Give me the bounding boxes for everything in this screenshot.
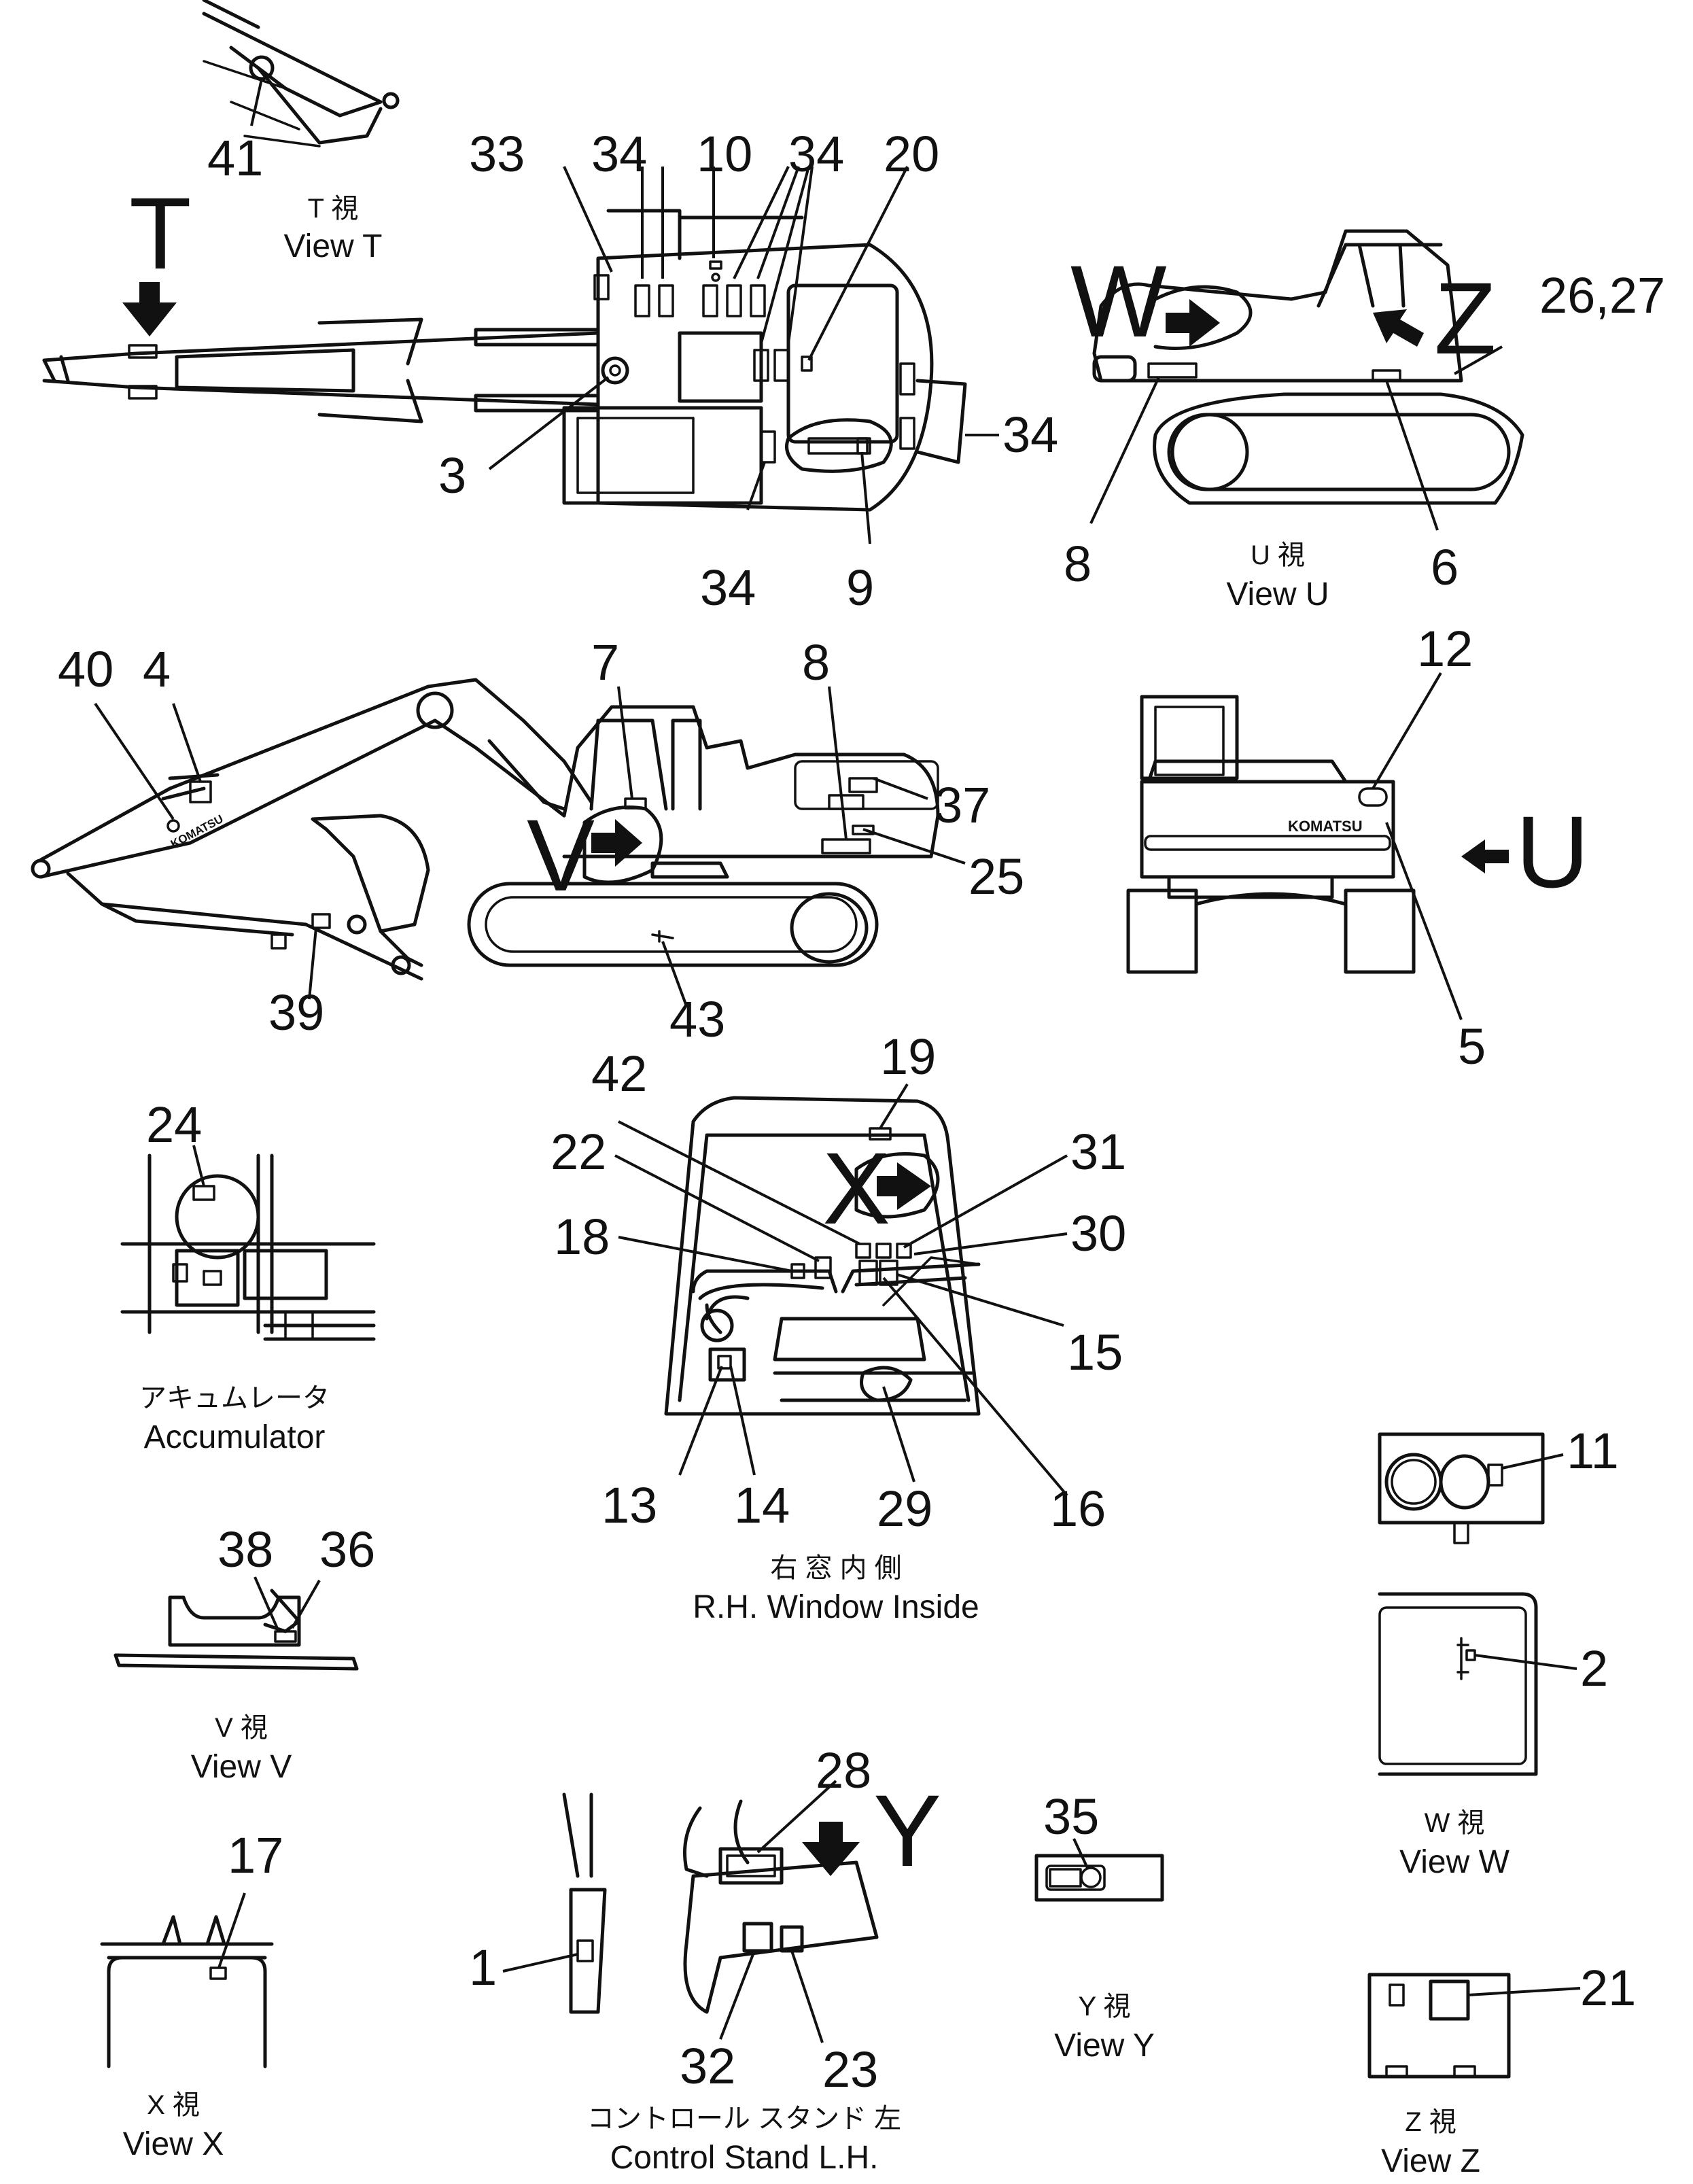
- callout-8-side: 8: [802, 634, 830, 691]
- view-letter-x: X: [822, 1131, 890, 1245]
- rear-view-figure: [1126, 672, 1509, 1020]
- callout-20: 20: [884, 126, 939, 182]
- arrow-left-icon: [1461, 839, 1509, 873]
- callout-34-top-left: 34: [591, 126, 647, 182]
- accumulator-figure: [120, 1145, 376, 1341]
- callout-5: 5: [1458, 1018, 1486, 1075]
- callout-2: 2: [1580, 1640, 1608, 1697]
- callout-8-view-u: 8: [1064, 536, 1092, 592]
- callout-35: 35: [1043, 1788, 1099, 1845]
- view-t-caption-en: View T: [284, 228, 383, 264]
- callout-32: 32: [680, 2038, 735, 2094]
- arrow-down-icon: [122, 282, 177, 336]
- callout-3: 3: [438, 447, 466, 504]
- callout-39: 39: [268, 984, 324, 1041]
- callout-6: 6: [1431, 539, 1459, 595]
- view-u-caption-en: View U: [1226, 576, 1329, 612]
- callout-22: 22: [551, 1124, 606, 1180]
- callout-34-top-right: 34: [788, 126, 844, 182]
- view-w-caption-jp: W 視: [1425, 1808, 1485, 1838]
- callout-36: 36: [319, 1521, 375, 1578]
- view-y-caption-en: View Y: [1054, 2028, 1155, 2064]
- komatsu-logo: KOMATSU: [169, 812, 226, 851]
- view-letter-u: U: [1516, 795, 1589, 909]
- arrow-right-icon: [591, 819, 642, 867]
- callout-33: 33: [469, 126, 525, 182]
- view-letter-v: V: [527, 798, 595, 912]
- control-stand-caption-jp: コントロール スタンド 左: [587, 2104, 901, 2134]
- callout-24: 24: [146, 1096, 202, 1153]
- window-inside-figure: [614, 1083, 1068, 1497]
- callout-12: 12: [1417, 621, 1473, 677]
- callout-40: 40: [58, 641, 114, 697]
- view-x-caption-jp: X 視: [147, 2090, 200, 2120]
- view-t-figure: [202, 0, 400, 148]
- callout-19: 19: [880, 1028, 936, 1085]
- view-u-caption-jp: U 視: [1251, 540, 1305, 570]
- window-caption-jp: 右 窓 内 側: [770, 1553, 901, 1583]
- callout-4: 4: [143, 641, 171, 697]
- callout-10: 10: [697, 126, 752, 182]
- view-z-figure: [1367, 1973, 1581, 2079]
- view-w-caption-en: View W: [1399, 1844, 1510, 1880]
- callout-17: 17: [228, 1827, 283, 1884]
- view-u-figure: [1089, 229, 1524, 531]
- view-x-caption-en: View X: [123, 2126, 224, 2162]
- callout-34-right: 34: [1002, 406, 1058, 463]
- window-caption-en: R.H. Window Inside: [693, 1589, 979, 1625]
- side-view-figure: [31, 678, 966, 1007]
- callout-25: 25: [968, 848, 1024, 905]
- callout-41: 41: [207, 130, 263, 186]
- callout-30: 30: [1070, 1205, 1126, 1262]
- view-v-caption-en: View V: [191, 1749, 292, 1785]
- callout-37: 37: [935, 777, 990, 833]
- callout-11: 11: [1567, 1423, 1619, 1479]
- callout-15: 15: [1067, 1324, 1123, 1381]
- callout-18: 18: [554, 1209, 610, 1265]
- callout-31: 31: [1070, 1124, 1126, 1180]
- view-y-caption-jp: Y 視: [1078, 1992, 1130, 2022]
- accumulator-caption-jp: アキュムレータ: [139, 1383, 330, 1413]
- view-z-caption-en: View Z: [1381, 2143, 1480, 2179]
- arrow-down-icon: [802, 1822, 860, 1876]
- callout-43: 43: [669, 991, 725, 1047]
- callout-42: 42: [591, 1045, 647, 1102]
- view-v-figure: [114, 1576, 359, 1671]
- view-letter-w: W: [1070, 244, 1167, 358]
- arrow-left-icon: [1373, 309, 1424, 347]
- callout-21: 21: [1580, 1960, 1636, 2016]
- arrow-right-icon: [877, 1162, 931, 1210]
- komatsu-logo-rear: KOMATSU: [1288, 818, 1363, 835]
- callout-13: 13: [601, 1477, 657, 1533]
- accumulator-caption-en: Accumulator: [144, 1419, 326, 1455]
- view-letter-y: Y: [873, 1773, 941, 1888]
- callout-23: 23: [822, 2041, 878, 2098]
- callout-38: 38: [217, 1521, 273, 1578]
- control-stand-caption-en: Control Stand L.H.: [610, 2140, 879, 2176]
- view-y-figure: [1034, 1838, 1164, 1902]
- view-letter-z: Z: [1434, 261, 1497, 375]
- view-x-figure: [100, 1892, 274, 2068]
- callout-16: 16: [1050, 1480, 1106, 1537]
- callout-9: 9: [846, 559, 874, 616]
- view-v-caption-jp: V 視: [215, 1713, 268, 1743]
- view-t-caption-jp: T 視: [308, 194, 359, 224]
- arrow-right-icon: [1166, 299, 1220, 347]
- view-w-figure: [1378, 1432, 1577, 1776]
- top-view-figure: [42, 166, 999, 544]
- callout-1: 1: [469, 1939, 497, 1996]
- view-z-caption-jp: Z 視: [1405, 2107, 1456, 2137]
- callout-28: 28: [816, 1742, 871, 1799]
- callout-7: 7: [591, 634, 619, 691]
- callout-29: 29: [877, 1480, 932, 1537]
- view-letter-t: T: [129, 176, 192, 290]
- callout-14: 14: [734, 1477, 790, 1533]
- control-stand-figure: [502, 1780, 879, 2043]
- callout-26-27: 26,27: [1539, 267, 1665, 324]
- callout-34-bottom: 34: [700, 559, 756, 616]
